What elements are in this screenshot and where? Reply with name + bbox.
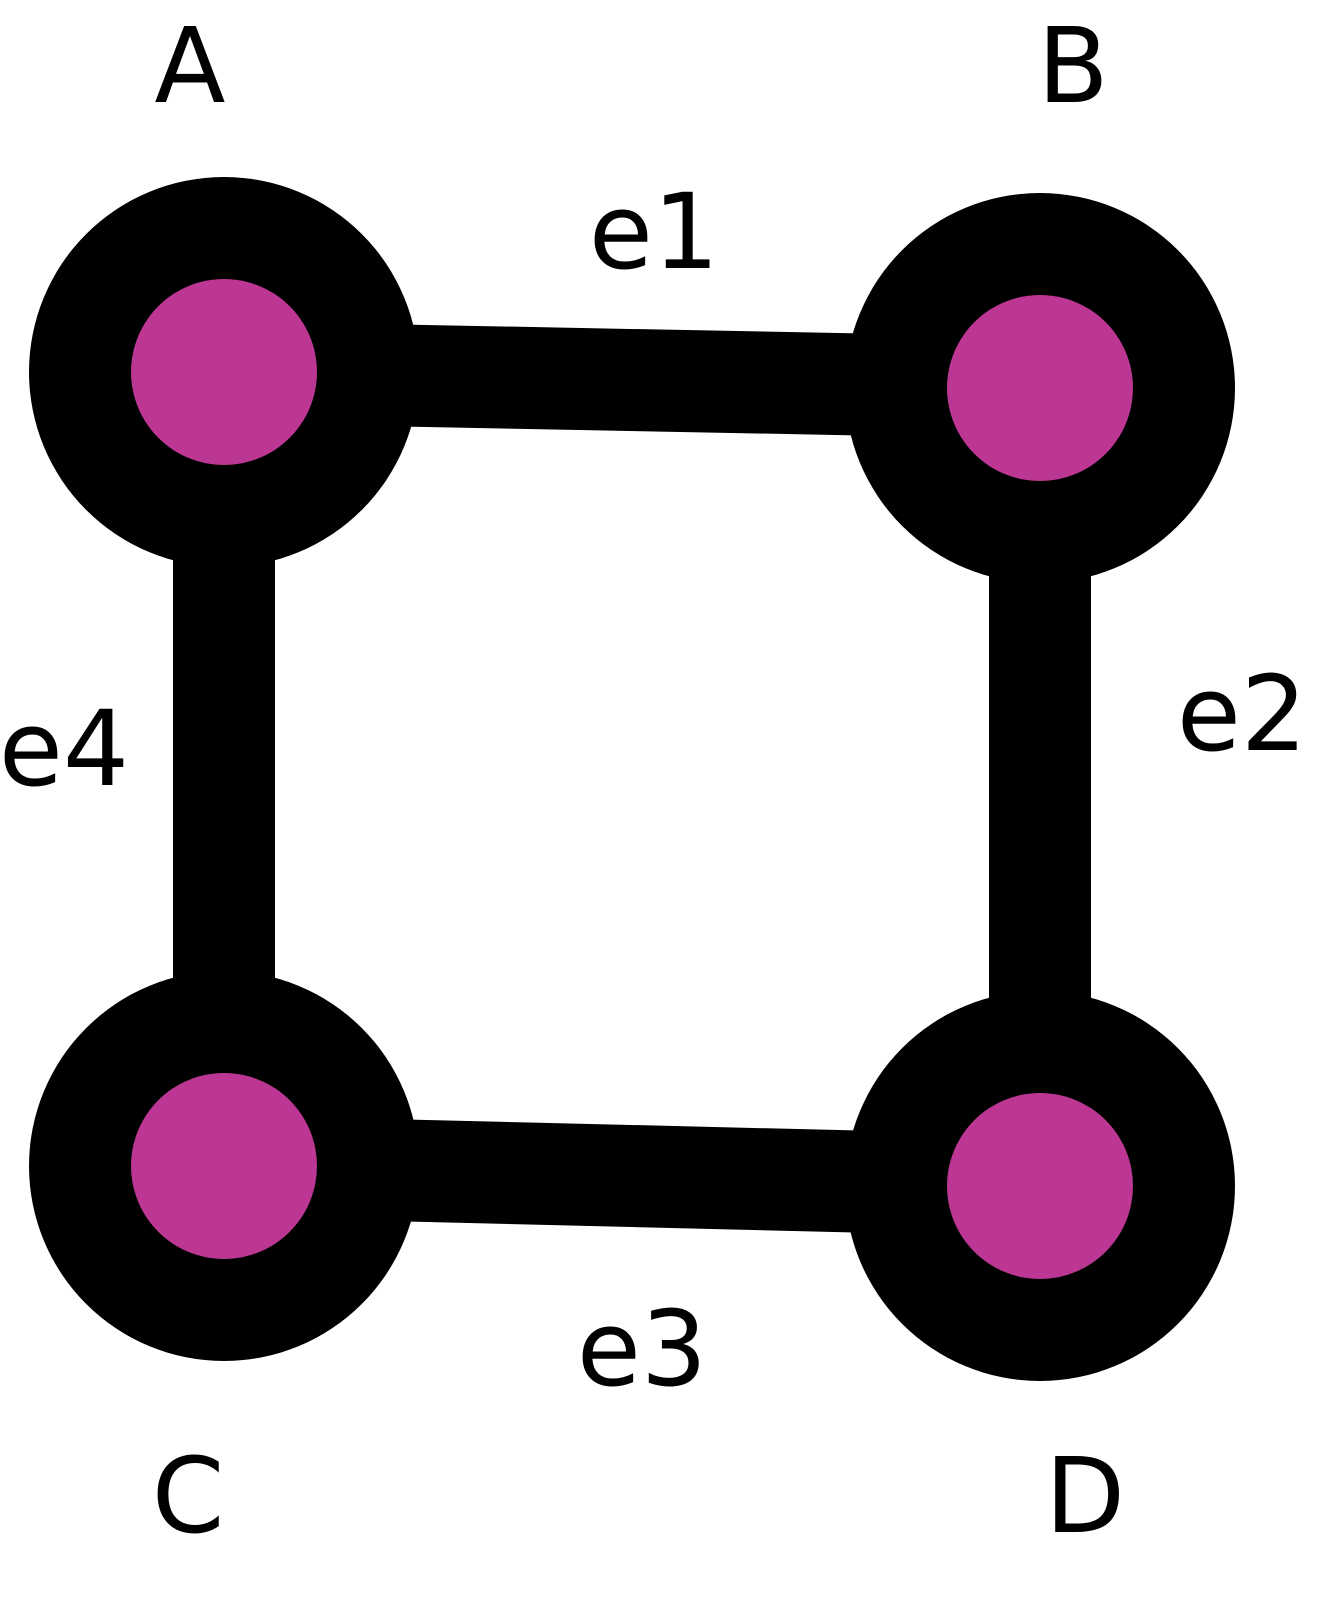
node-a-inner — [131, 279, 317, 465]
node-label-a: A — [154, 5, 225, 127]
node-c-inner — [131, 1073, 317, 1259]
node-b-inner — [947, 295, 1133, 481]
node-label-c: C — [152, 1435, 225, 1557]
node-b — [845, 193, 1235, 583]
node-label-d: D — [1045, 1435, 1125, 1557]
edge-label-e2: e2 — [1177, 653, 1307, 775]
edge-label-e4: e4 — [0, 688, 129, 810]
node-d-inner — [947, 1093, 1133, 1279]
node-label-b: B — [1037, 5, 1108, 127]
node-c — [29, 971, 419, 1361]
node-d — [845, 991, 1235, 1381]
node-a — [29, 177, 419, 567]
edge-label-e1: e1 — [589, 171, 719, 293]
edge-label-e3: e3 — [577, 1288, 707, 1410]
